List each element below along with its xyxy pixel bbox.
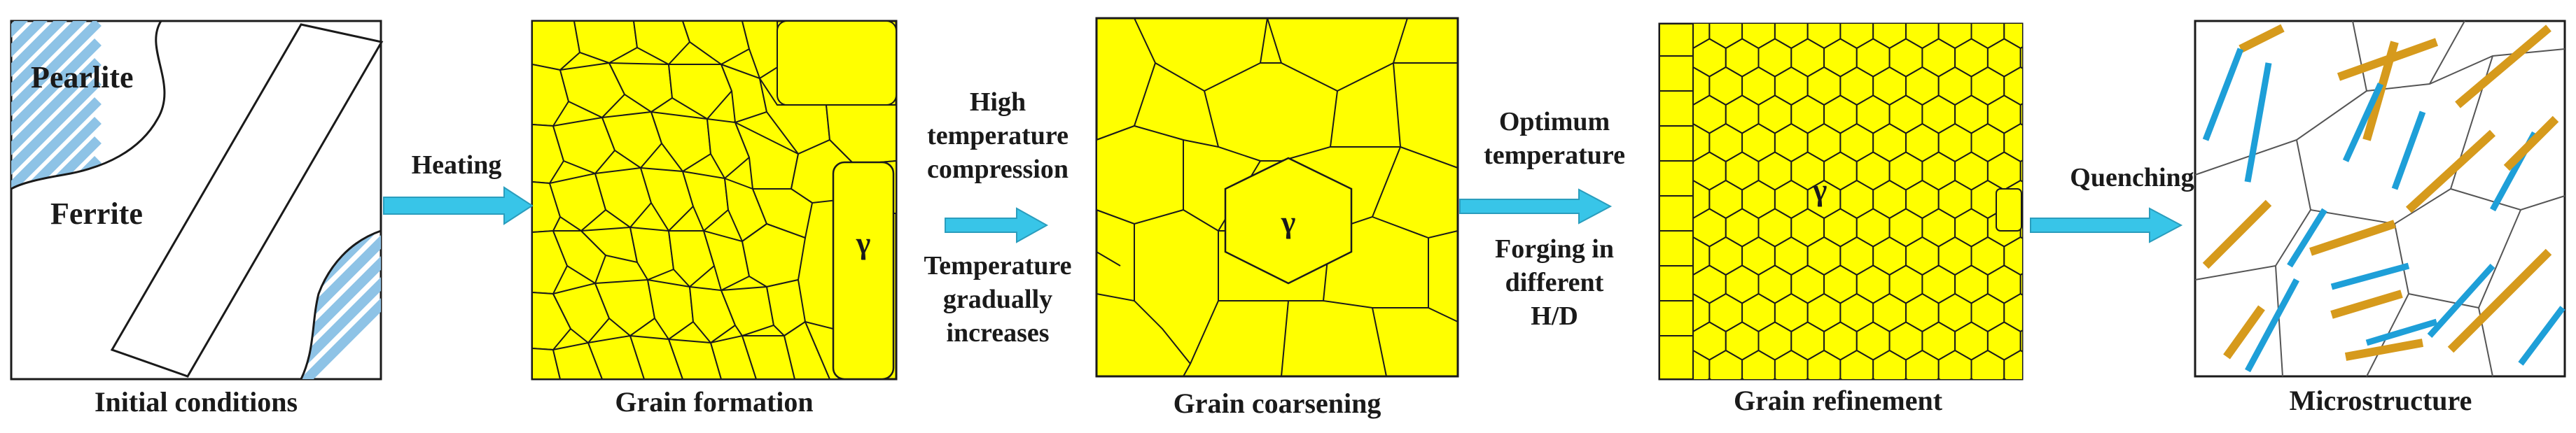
gamma-label-coarsening: γ bbox=[1281, 205, 1296, 239]
small-grains bbox=[531, 20, 897, 380]
coarse-grain-center bbox=[1224, 157, 1353, 285]
orange-lath bbox=[2309, 220, 2396, 256]
pearlite-stripe bbox=[11, 97, 102, 189]
blue-lath bbox=[2245, 278, 2299, 373]
pearlite-stripe bbox=[11, 21, 102, 127]
refined-grain bbox=[2019, 103, 2022, 126]
blue-lath bbox=[2365, 318, 2438, 346]
caption-grain-refinement: Grain refinement bbox=[1734, 385, 1943, 416]
arrow-3-sublabel-line-3: H/D bbox=[1531, 301, 1578, 331]
refined-grain bbox=[2003, 349, 2022, 379]
pearlite-stripe bbox=[11, 136, 102, 189]
pearlite-boundary-top bbox=[11, 20, 166, 190]
pearlite-stripe bbox=[11, 21, 102, 146]
orange-lath bbox=[2330, 290, 2403, 319]
blue-lath bbox=[2342, 83, 2384, 162]
arrow-heating: Heating bbox=[383, 150, 534, 225]
blue-lath bbox=[2202, 48, 2244, 141]
blue-lath bbox=[2330, 262, 2410, 290]
caption-grain-formation: Grain formation bbox=[615, 386, 813, 418]
arrow-shape-4 bbox=[2030, 207, 2183, 243]
orange-lath bbox=[2202, 199, 2272, 269]
arrow-3-sublabel-line-2: different bbox=[1505, 268, 1604, 297]
blue-lath bbox=[2427, 263, 2495, 339]
pearlite-boundary-bottom bbox=[300, 229, 382, 380]
caption-initial-conditions: Initial conditions bbox=[95, 386, 298, 418]
arrow-4-label: Quenching bbox=[2070, 163, 2194, 192]
edge-grain-right bbox=[1996, 188, 2022, 232]
arrow-2-label-line-2: temperature bbox=[927, 121, 1068, 150]
initial-conditions-panel: Pearlite Ferrite Initial conditions bbox=[10, 20, 384, 418]
ferrite-label: Ferrite bbox=[50, 197, 143, 231]
orange-lath bbox=[2239, 24, 2285, 53]
pearlite-stripe bbox=[11, 38, 102, 185]
pearlite-stripe bbox=[11, 21, 102, 107]
grain-formation-panel: γ Grain formation bbox=[531, 20, 898, 418]
pearlite-stripe bbox=[11, 78, 102, 189]
refined-grain bbox=[2019, 46, 2022, 69]
microstructure-panel: Microstructure bbox=[2194, 20, 2566, 416]
arrow-quenching: Quenching bbox=[2030, 163, 2194, 243]
arrow-2-sublabel-line-3: increases bbox=[946, 318, 1049, 348]
gamma-label-formation: γ bbox=[856, 226, 871, 260]
arrow-2-label-line-1: High bbox=[970, 87, 1026, 117]
arrow-shape-3 bbox=[1459, 188, 1613, 225]
orange-lath bbox=[2223, 305, 2265, 360]
arrow-2-sublabel-line-2: gradually bbox=[943, 285, 1052, 314]
pearlite-stripe bbox=[11, 21, 102, 166]
grain-coarsening-panel: γ Grain coarsening bbox=[1095, 17, 1459, 419]
pearlite-label: Pearlite bbox=[31, 60, 134, 94]
blue-lath bbox=[2391, 111, 2426, 190]
orange-lath bbox=[2455, 24, 2551, 108]
orange-lath bbox=[2447, 248, 2552, 353]
orange-lath bbox=[2344, 339, 2424, 361]
blue-lath bbox=[2244, 62, 2272, 183]
caption-grain-coarsening: Grain coarsening bbox=[1174, 388, 1381, 419]
coarse-grain-small bbox=[1096, 125, 1184, 225]
pearlite-stripe bbox=[11, 58, 102, 189]
arrow-shape-1 bbox=[383, 186, 534, 225]
large-grain bbox=[832, 161, 895, 381]
edge-grain-boundaries bbox=[1659, 55, 1693, 336]
arrow-compression: High temperature compression Temperature… bbox=[924, 87, 1071, 348]
grain-refinement-panel: γ Grain refinement bbox=[1658, 22, 2024, 416]
refined-grain-grid bbox=[1693, 24, 2022, 379]
martensite-needles bbox=[2202, 24, 2565, 373]
refined-grain bbox=[2019, 329, 2022, 353]
arrow-2-sublabel-line-1: Temperature bbox=[924, 251, 1071, 281]
refined-grain bbox=[2019, 159, 2022, 183]
arrow-forging: Optimum temperature Forging in different… bbox=[1459, 107, 1625, 331]
arrow-shape-2 bbox=[945, 207, 1049, 243]
arrow-2-label-line-3: compression bbox=[927, 155, 1068, 184]
arrow-3-label-line-1: Optimum bbox=[1499, 107, 1610, 136]
orange-lath bbox=[2503, 115, 2559, 171]
orange-lath bbox=[2405, 129, 2496, 213]
arrow-1-label: Heating bbox=[412, 150, 502, 180]
refined-grain bbox=[2019, 273, 2022, 296]
pearlite-band-boundary bbox=[110, 23, 384, 378]
arrow-3-sublabel-line-1: Forging in bbox=[1495, 234, 1614, 264]
gamma-label-refinement: γ bbox=[1812, 173, 1827, 207]
pearlite-stripe bbox=[301, 290, 381, 379]
pearlite-stripe bbox=[11, 117, 102, 189]
caption-microstructure: Microstructure bbox=[2290, 385, 2472, 416]
arrow-3-label-line-2: temperature bbox=[1484, 141, 1625, 170]
blue-lath bbox=[2518, 306, 2565, 366]
blue-lath bbox=[2287, 208, 2327, 268]
edge-grains bbox=[1659, 23, 1694, 380]
